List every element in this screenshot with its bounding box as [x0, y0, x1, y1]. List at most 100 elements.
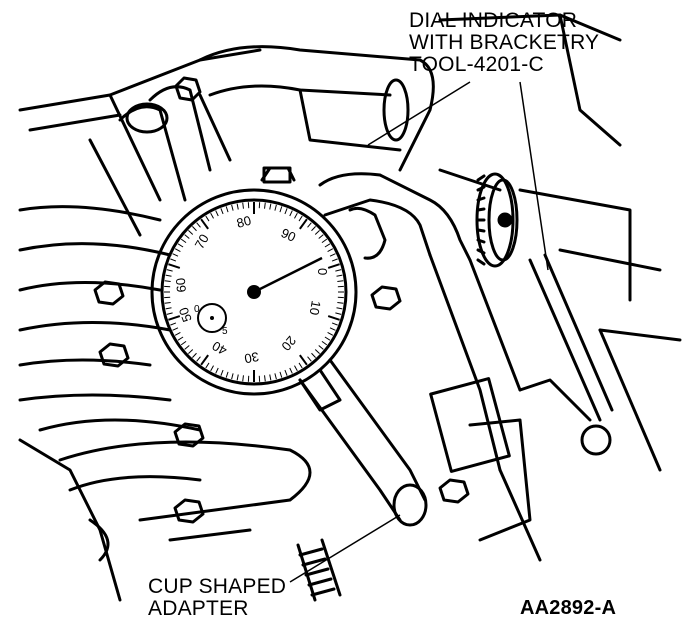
dial-tick — [243, 203, 244, 209]
dial-tick — [166, 308, 172, 309]
dial-tick — [201, 355, 208, 365]
dial-number-30: 30 — [243, 349, 260, 366]
dial-tick — [226, 372, 228, 378]
dial-tick — [328, 332, 333, 335]
dial-tick — [216, 368, 219, 373]
dial-tick — [270, 375, 271, 381]
dial-tick — [167, 313, 173, 314]
dial-tick — [206, 216, 209, 221]
dial-tick — [206, 363, 209, 368]
dial-tick — [221, 370, 223, 376]
callout-line: WITH BRACKETRY — [409, 32, 599, 54]
dial-tick — [335, 313, 341, 314]
dial-tick — [188, 350, 192, 354]
callout-line: CUP SHAPED — [148, 576, 286, 598]
dial-tick — [332, 323, 338, 325]
dial-tick — [337, 308, 343, 309]
dial-tick — [237, 204, 238, 210]
dial-tick — [285, 370, 287, 376]
dial-tick — [226, 206, 228, 212]
dial-tick — [319, 346, 324, 350]
dial-tick — [300, 355, 307, 365]
dial-tick — [192, 353, 196, 357]
dial-number-10: 10 — [307, 299, 324, 316]
dial-tick — [165, 303, 171, 304]
dial-tick — [330, 254, 335, 257]
dial-needle — [254, 258, 322, 292]
dial-tick — [232, 205, 233, 211]
dial-tick — [319, 235, 324, 239]
dial-tick — [280, 372, 282, 378]
dial-tick — [337, 281, 343, 282]
dial-tick — [192, 226, 196, 230]
dial-tick — [173, 328, 178, 331]
dial-tick — [325, 337, 330, 340]
dial-tick — [197, 223, 201, 228]
dial-tick — [300, 219, 307, 229]
dial-tick — [181, 341, 186, 345]
dial-tick — [216, 211, 219, 216]
dial-tick — [294, 366, 297, 371]
dial-number-20: 20 — [278, 333, 299, 354]
dial-tick — [237, 375, 238, 381]
callout-line: DIAL INDICATOR — [409, 10, 599, 32]
dial-tick — [185, 346, 190, 350]
dial-tick — [285, 208, 287, 214]
dial-tick — [270, 204, 271, 210]
dial-tick — [315, 350, 319, 354]
callout-line: ADAPTER — [148, 598, 286, 620]
dial-tick — [211, 213, 214, 218]
dial-tick — [312, 226, 316, 230]
dial-tick — [243, 375, 244, 381]
dial-tick — [275, 373, 276, 379]
dial-tick — [312, 353, 316, 357]
dial-number-70: 70 — [192, 231, 212, 251]
sub-dial-number-0: 0 — [194, 304, 200, 315]
dial-number-50: 50 — [176, 305, 195, 324]
dial-indicator-callout: DIAL INDICATOR WITH BRACKETRY TOOL-4201-… — [409, 10, 599, 76]
dial-tick — [328, 316, 339, 320]
dial-tick — [178, 337, 183, 340]
dial-tick — [188, 230, 192, 234]
dial-tick — [175, 249, 180, 252]
dial-tick — [299, 363, 302, 368]
dial-number-90: 90 — [279, 225, 298, 245]
dial-tick — [197, 357, 201, 362]
dial-tick — [170, 323, 176, 325]
dial-tick — [325, 244, 330, 247]
figure-code: AA2892-A — [520, 597, 616, 619]
callout-line: TOOL-4201-C — [409, 54, 599, 76]
dial-tick — [221, 208, 223, 214]
dial-tick — [299, 216, 302, 221]
dial-tick — [280, 206, 282, 212]
dial-tick — [330, 328, 335, 331]
dial-tick — [308, 223, 312, 228]
engine-block-outline — [20, 15, 680, 470]
dial-tick — [337, 275, 343, 276]
dial-tick — [265, 203, 266, 209]
dial-tick — [211, 366, 214, 371]
dial-tick — [175, 332, 180, 335]
dial-number-80: 80 — [235, 213, 253, 231]
dial-tick — [168, 264, 179, 268]
dial-number-0: 0 — [315, 268, 330, 275]
needle-hub — [247, 285, 261, 299]
dial-tick — [165, 281, 171, 282]
dial-face: 0 10 20 30 40 50 60 70 80 90 0 5 — [164, 202, 344, 382]
dial-tick — [201, 219, 208, 229]
sub-dial-number-5: 5 — [222, 326, 228, 337]
dial-tick — [170, 259, 176, 261]
dial-tick — [185, 235, 190, 239]
dial-tick — [308, 357, 312, 362]
dial-tick — [181, 239, 186, 243]
dial-tick — [322, 239, 327, 243]
dial-tick — [337, 303, 343, 304]
dial-tick — [166, 275, 172, 276]
dial-tick — [315, 230, 319, 234]
dial-tick — [328, 249, 333, 252]
dial-tick — [265, 375, 266, 381]
dial-number-40: 40 — [209, 338, 229, 358]
dial-tick — [290, 211, 293, 216]
